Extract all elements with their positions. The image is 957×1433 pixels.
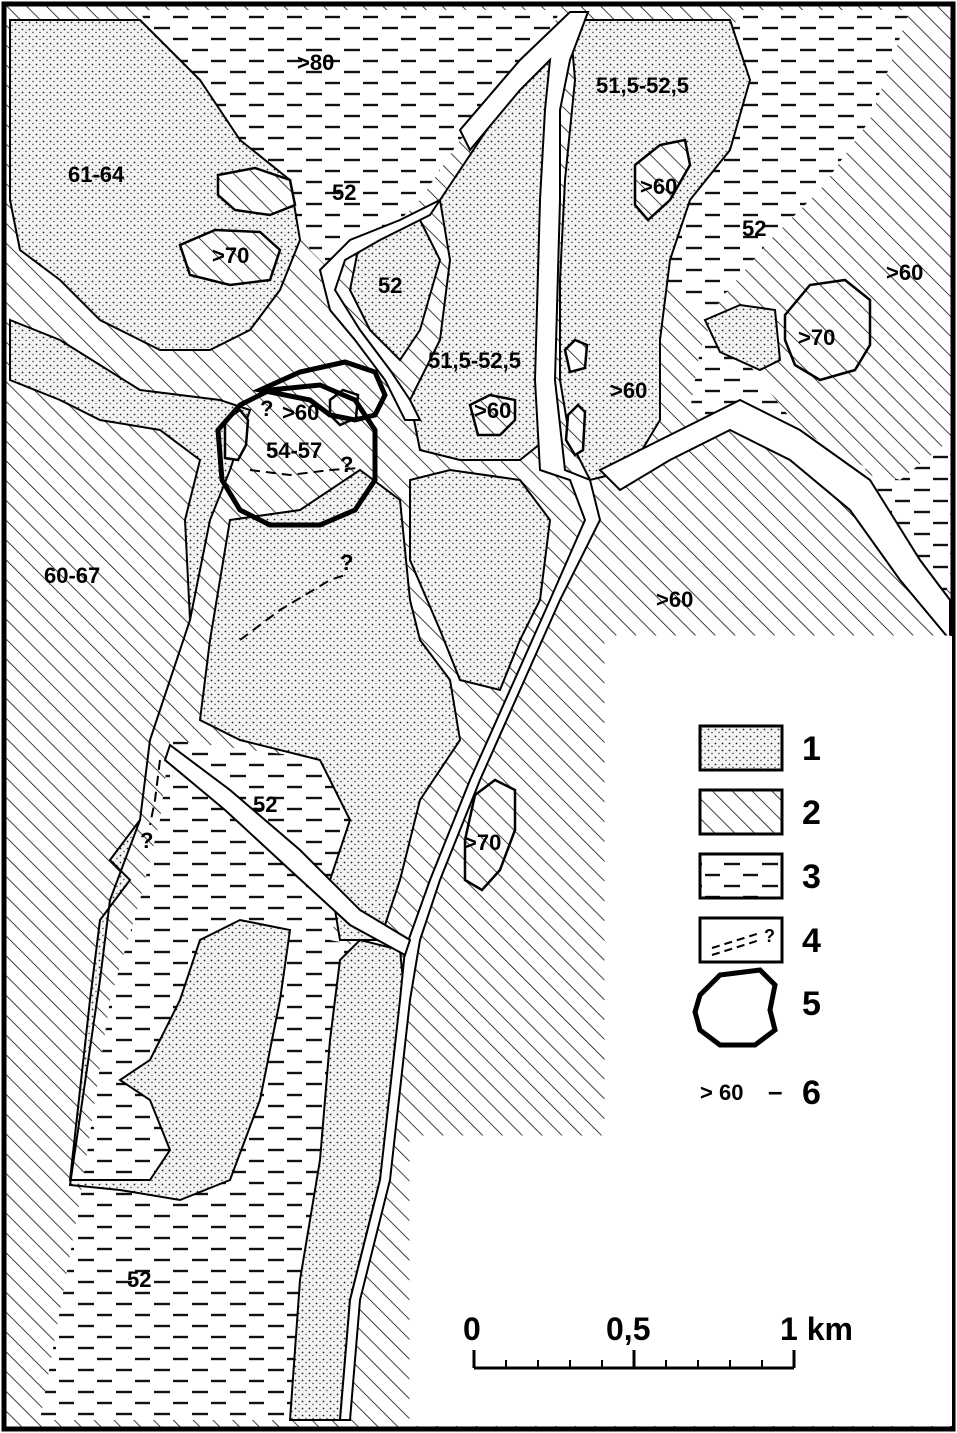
legend-swatch-5: [692, 967, 778, 1048]
label-gt60-center: >60: [656, 587, 693, 612]
label-52-top: 52: [332, 180, 356, 205]
scale-panel: [410, 1136, 952, 1426]
legend-swatch-6-dash: –: [768, 1076, 782, 1106]
legend-swatch-4-line: [711, 932, 761, 956]
scale-bar: 0 0,5 1 km: [463, 1311, 853, 1370]
unit-1-center-island: [409, 468, 552, 692]
scale-label-0: 0: [463, 1311, 481, 1347]
label-gt60-mid1: >60: [474, 398, 511, 423]
label-gt60-tr1: >60: [640, 174, 677, 199]
label-gt70-right: >70: [798, 325, 835, 350]
panel-edge: [409, 635, 950, 1426]
label-52-lowmid: 52: [253, 792, 277, 817]
legend-num-4: 4: [802, 922, 821, 960]
label-gt70-low: >70: [464, 830, 501, 855]
legend-num-2: 2: [802, 794, 821, 832]
river-left-channel: [318, 197, 443, 421]
outcrop-tr-1: [633, 138, 692, 222]
label-q-dashed-1: ?: [340, 452, 353, 477]
label-q-dashed-3: ?: [140, 828, 153, 853]
label-gt60-right: >60: [886, 260, 923, 285]
legend-swatch-2: [698, 788, 784, 836]
label-60-67: 60-67: [44, 563, 100, 588]
outcrop-tl-1: [216, 166, 297, 217]
outcrop-mid-2: [563, 338, 589, 374]
legend-swatch-6-value: > 60: [700, 1080, 743, 1105]
scale-label-1km: 1 km: [780, 1311, 853, 1347]
unit-1-right-spot: [703, 303, 782, 372]
label-61-64: 61-64: [68, 162, 125, 187]
legend-swatch-1: [698, 724, 784, 772]
outcrop-right-circle: [783, 278, 872, 382]
unit-3-top-band: [140, 10, 560, 270]
label-54-57: 54-57: [266, 438, 322, 463]
unit-1-right-north: [559, 19, 752, 482]
unit-3-right-band: [660, 10, 950, 610]
label-51-52-top: 51,5-52,5: [596, 73, 689, 98]
legend-num-3: 3: [802, 858, 821, 896]
label-52-mid: 52: [378, 273, 402, 298]
outcrop-mid-3: [564, 403, 587, 457]
legend-num-5: 5: [802, 985, 821, 1023]
label-gt80: >80: [297, 50, 334, 75]
legend-num-1: 1: [802, 730, 821, 768]
river-diagonal: [163, 743, 412, 957]
dashed-fault-1: [249, 467, 361, 477]
dashed-fault-2: [239, 574, 346, 641]
unit-1-left-strip: [9, 318, 292, 1202]
outcrop-low: [463, 778, 517, 892]
legend: 1 2 3 ? 4 5 > 60 – 6: [692, 724, 821, 1112]
dashed-fault-3: [149, 759, 161, 826]
label-q-dashed-2: ?: [340, 550, 353, 575]
scale-label-half: 0,5: [606, 1311, 650, 1347]
unit-1-upper-island: [348, 218, 442, 362]
legend-swatch-4-q: ?: [764, 926, 775, 946]
label-51-52-mid: 51,5-52,5: [428, 348, 521, 373]
label-gt60-circle: >60: [282, 400, 319, 425]
label-q-circle: ?: [260, 396, 273, 421]
label-52-right: 52: [742, 216, 766, 241]
label-gt70-tl: >70: [212, 243, 249, 268]
legend-num-6: 6: [802, 1074, 821, 1112]
outcrop-tl-2: [178, 228, 282, 287]
outcrop-mid-1: [468, 393, 517, 437]
outcrop-circle-2: [223, 408, 250, 462]
label-52-bottom: 52: [127, 1267, 151, 1292]
crater-outline-2: [251, 359, 388, 423]
legend-swatch-3: [698, 852, 784, 900]
river-main: [338, 11, 602, 1421]
unit-1-center-block: [198, 468, 462, 941]
label-gt60-mid2: >60: [610, 378, 647, 403]
